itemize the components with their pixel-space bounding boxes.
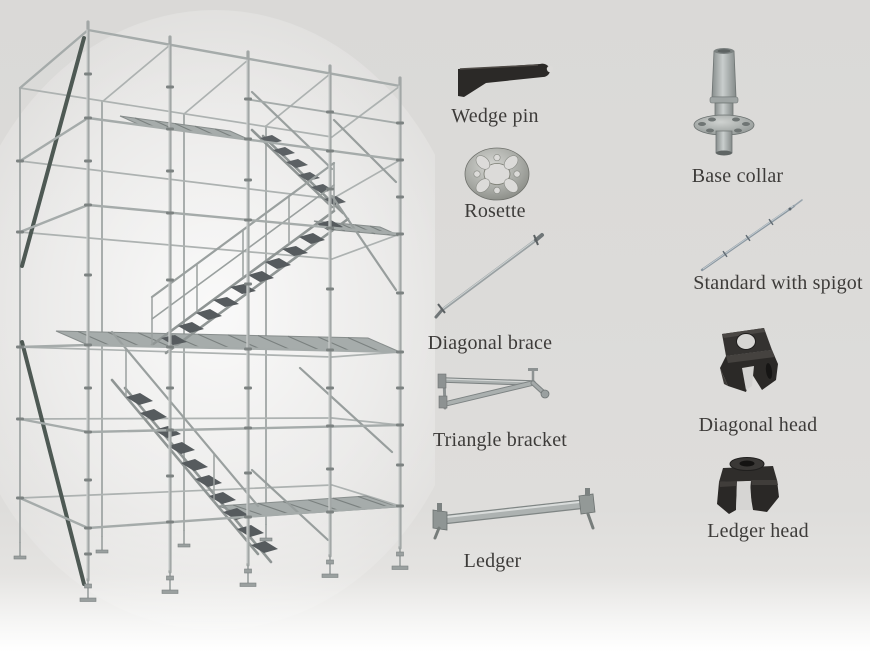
part-label-wedge-pin: Wedge pin bbox=[451, 105, 539, 127]
part-label-rosette: Rosette bbox=[464, 200, 526, 222]
part-label-diagonal-brace: Diagonal brace bbox=[427, 332, 553, 354]
ledger-head-image bbox=[717, 457, 779, 514]
part-label-diagonal-head: Diagonal head bbox=[698, 414, 818, 436]
standard-with-spigot-image bbox=[700, 199, 803, 272]
ledger-image bbox=[432, 488, 596, 540]
diagonal-brace-image bbox=[434, 233, 544, 319]
scaffolding-tower-image bbox=[0, 10, 435, 630]
part-label-base-collar: Base collar bbox=[691, 165, 784, 187]
part-label-triangle-bracket: Triangle bracket bbox=[432, 429, 568, 451]
rosette-image bbox=[464, 147, 530, 201]
diagonal-head-image bbox=[720, 328, 778, 392]
base-collar-image bbox=[693, 48, 755, 156]
wedge-pin-image bbox=[458, 63, 554, 97]
triangle-bracket-image bbox=[437, 368, 550, 410]
part-label-ledger-head: Ledger head bbox=[707, 520, 809, 542]
part-label-ledger: Ledger bbox=[463, 550, 522, 572]
part-label-standard-with-spigot: Standard with spigot bbox=[693, 272, 863, 294]
